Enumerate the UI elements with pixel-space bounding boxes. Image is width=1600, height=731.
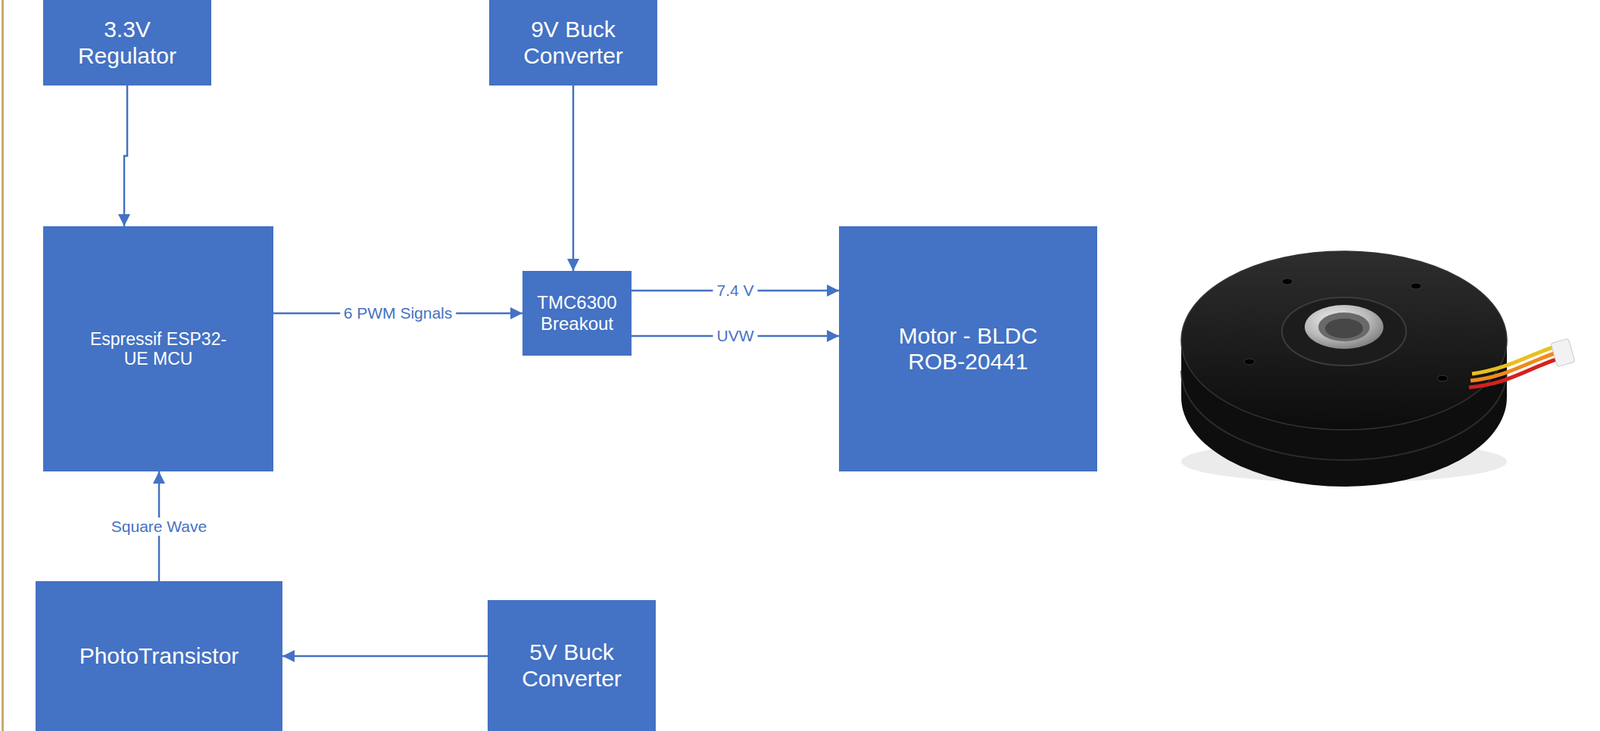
screw-hole (1410, 283, 1422, 290)
wire-connector (1550, 338, 1576, 367)
screw-hole (1281, 278, 1293, 285)
screw-hole (1244, 358, 1255, 365)
block-label: 9V Buck Converter (503, 16, 644, 69)
block-label: Espressif ESP32-UE MCU (82, 329, 234, 370)
block-label: Motor - BLDC ROB-20441 (873, 323, 1064, 376)
block-box: 3.3V Regulator (43, 0, 212, 86)
signal-label: Square Wave (107, 517, 211, 536)
signal-label: 6 PWM Signals (339, 304, 457, 323)
screw-hole (1437, 375, 1448, 382)
wire-orange (1470, 352, 1557, 381)
motor-top (1181, 251, 1507, 431)
signal-arrow (124, 85, 128, 227)
signal-arrow (572, 85, 575, 272)
block-box: TMC6300 Breakout (522, 271, 632, 356)
signal-label: UVW (713, 327, 758, 346)
block-box: PhotoTransistor (35, 581, 283, 731)
block-box: 5V Buck Converter (487, 600, 656, 731)
block-label: PhotoTransistor (79, 643, 240, 671)
signal-arrow (282, 655, 488, 659)
motor-photo (1181, 251, 1576, 487)
page-border (1, 0, 4, 731)
motor-bore-inner (1325, 318, 1363, 339)
wire-yellow (1472, 346, 1556, 375)
block-box: 9V Buck Converter (489, 0, 658, 86)
block-label: 3.3V Regulator (57, 16, 198, 69)
motor-hub (1281, 297, 1407, 366)
motor-bore (1318, 312, 1370, 342)
signal-label: 7.4 V (712, 281, 758, 300)
motor-bore-ring (1304, 305, 1384, 350)
block-label: TMC6300 Breakout (530, 292, 624, 334)
block-label: 5V Buck Converter (502, 639, 643, 693)
block-box: Motor - BLDC ROB-20441 (838, 226, 1098, 472)
block-box: Espressif ESP32-UE MCU (43, 226, 274, 472)
